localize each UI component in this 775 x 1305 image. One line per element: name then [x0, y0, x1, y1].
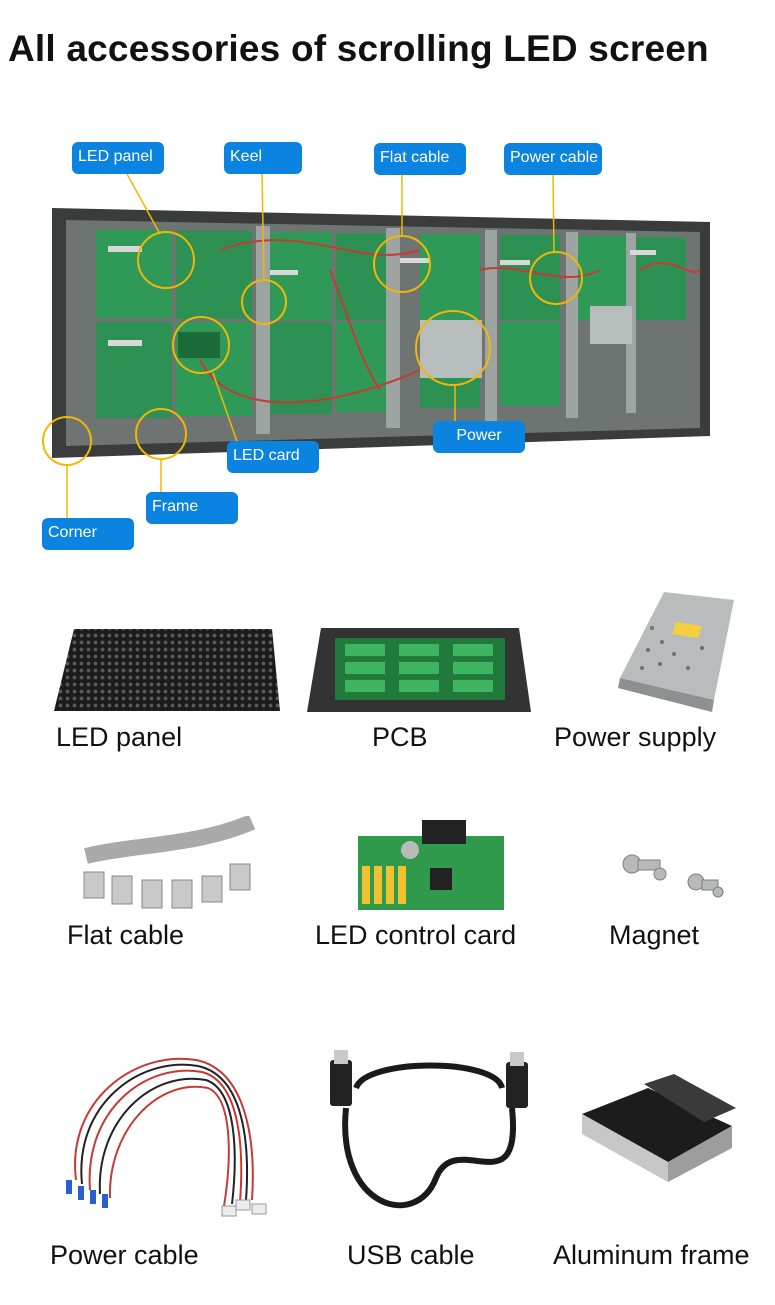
led-screen-diagram: LED panel Keel Flat cable Power cable Po… — [0, 120, 775, 580]
label-led-control-card: LED control card — [315, 920, 517, 950]
label-power-supply: Power supply — [554, 722, 717, 752]
callout-power: Power — [433, 421, 525, 453]
power-supply-box — [590, 306, 632, 344]
callout-corner: Corner — [42, 518, 134, 550]
label-aluminum-frame: Aluminum frame — [553, 1240, 750, 1270]
callout-led-card: LED card — [227, 441, 319, 473]
keel-bar — [256, 226, 270, 434]
keel-bar — [485, 230, 497, 422]
power-supply-image — [618, 592, 734, 712]
label-power-cable: Power cable — [50, 1240, 199, 1270]
page-title: All accessories of scrolling LED screen — [8, 28, 709, 69]
callout-power-cable: Power cable — [504, 143, 602, 175]
label-pcb: PCB — [372, 722, 428, 752]
leader-lines — [66, 173, 555, 518]
keel-bar — [566, 232, 578, 418]
led-card-board — [178, 332, 220, 358]
power-cable-image — [66, 1057, 267, 1217]
callout-led-panel: LED panel — [72, 142, 164, 174]
label-usb-cable: USB cable — [347, 1240, 475, 1270]
keel-bar — [386, 228, 400, 428]
magnet-image — [622, 854, 724, 898]
led-screen-photo — [42, 173, 710, 518]
callout-frame: Frame — [146, 492, 238, 524]
led-panel-image — [54, 629, 280, 711]
aluminum-frame-image — [582, 1074, 736, 1182]
pcb-image — [307, 628, 531, 712]
callout-flat-cable: Flat cable — [374, 143, 466, 175]
label-led-panel: LED panel — [56, 722, 183, 752]
label-magnet: Magnet — [609, 920, 700, 950]
power-supply-box — [420, 320, 482, 378]
flat-cable-image — [83, 816, 256, 909]
callout-keel: Keel — [224, 142, 302, 174]
usb-cable-image — [330, 1050, 528, 1209]
flat-cables — [108, 246, 656, 346]
label-flat-cable: Flat cable — [67, 920, 185, 950]
led-control-card-image — [358, 820, 504, 910]
